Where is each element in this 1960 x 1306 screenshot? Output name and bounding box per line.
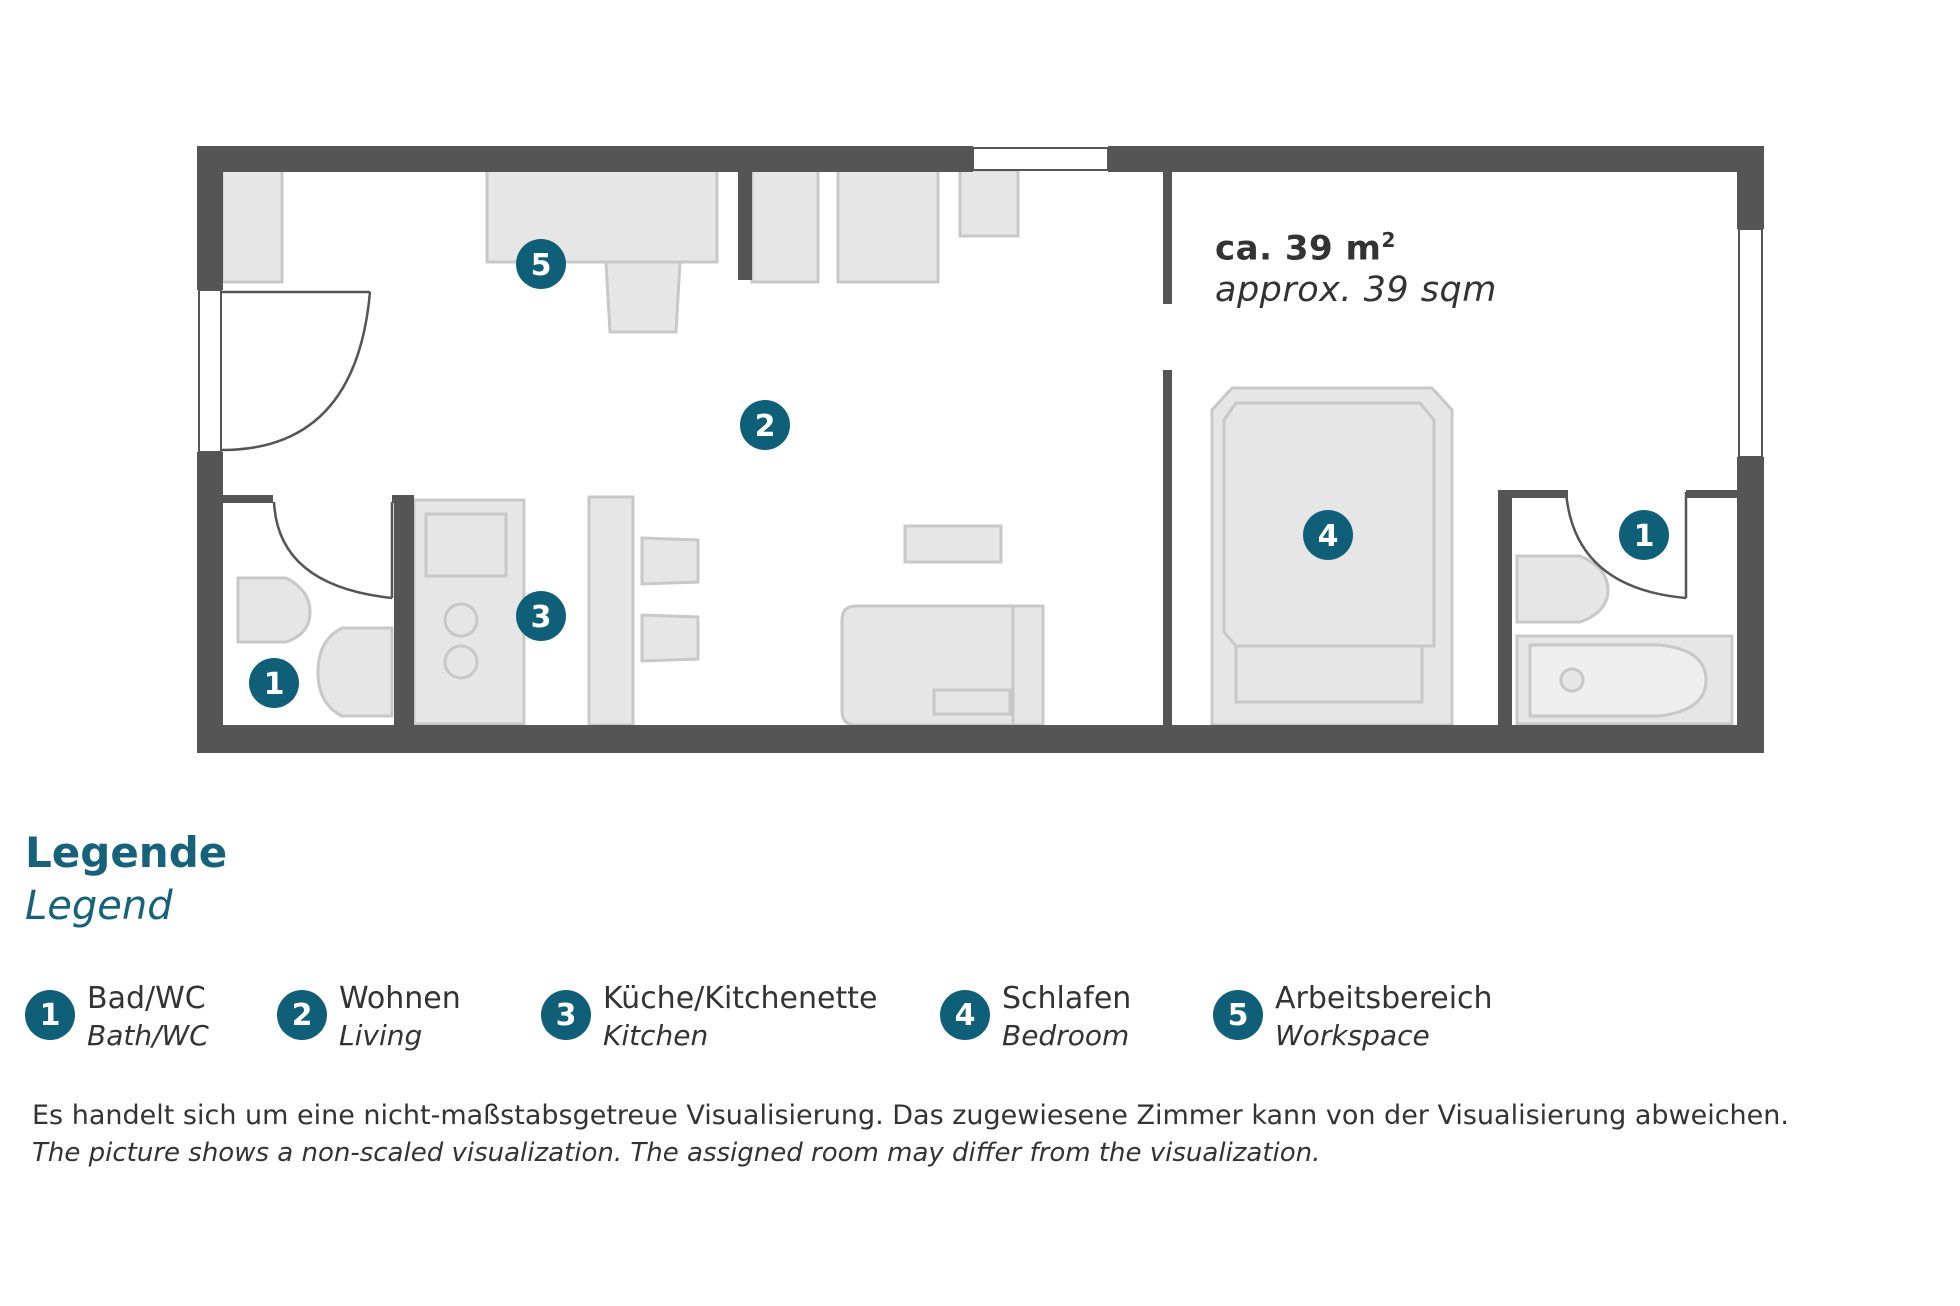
- wall-top: [197, 146, 973, 172]
- bed-base: [1234, 644, 1424, 704]
- svg-text:3: 3: [531, 600, 552, 635]
- area-de: ca. 39 m2: [1215, 228, 1396, 269]
- wall-bedroom: [1163, 370, 1172, 753]
- legend-label-de: Küche/Kitchenette: [603, 981, 878, 1016]
- legend-badge: 4: [940, 990, 990, 1040]
- window-top: [972, 147, 1109, 171]
- svg-text:5: 5: [531, 248, 552, 283]
- svg-text:1: 1: [264, 667, 285, 702]
- stove-burner: [443, 644, 479, 680]
- disclaimer-en: The picture shows a non-scaled visualiza…: [32, 1138, 1321, 1168]
- wall-bath-right: [1686, 490, 1737, 498]
- wardrobe-1: [750, 168, 820, 284]
- cabinet-left: [220, 168, 284, 284]
- bathtub-drain: [1559, 667, 1585, 693]
- area-label: ca. 39 m2 approx. 39 sqm: [1215, 228, 1497, 310]
- legend-item-living: 2 Wohnen Living: [277, 980, 461, 1054]
- svg-text:1: 1: [1634, 519, 1655, 554]
- bath-door-swing-right: [1564, 491, 1687, 600]
- legend-label-de: Schlafen: [1002, 981, 1132, 1016]
- disclaimer-de: Es handelt sich um eine nicht-maßstabsge…: [32, 1100, 1789, 1131]
- sofa-cushion: [932, 688, 1012, 716]
- wall-bath-right: [1498, 490, 1512, 753]
- bath-door-swing-left: [272, 501, 393, 600]
- legend-label-en: Workspace: [1275, 1019, 1430, 1052]
- desk-chair: [604, 260, 682, 334]
- room-marker-bath-left: 1: [249, 658, 299, 708]
- wall-bath-left: [223, 495, 273, 503]
- legend-label-en: Bedroom: [1002, 1019, 1130, 1052]
- svg-text:4: 4: [1318, 519, 1339, 554]
- legend-title: Legende Legend: [25, 828, 227, 929]
- legend-label-de: Arbeitsbereich: [1275, 981, 1493, 1016]
- desk: [485, 168, 719, 264]
- disclaimer: Es handelt sich um eine nicht-maßstabsge…: [32, 1097, 1952, 1171]
- wall-left: [197, 452, 223, 753]
- legend-label-de: Bad/WC: [87, 981, 206, 1016]
- legend-item-bath: 1 Bad/WC Bath/WC: [25, 980, 209, 1054]
- legend-label-en: Living: [339, 1019, 423, 1052]
- room-marker-kitchen: 3: [516, 591, 566, 641]
- bar-stool: [640, 613, 700, 663]
- wall-bath-right: [1498, 490, 1568, 498]
- room-marker-bedroom: 4: [1303, 510, 1353, 560]
- tv: [903, 524, 1003, 564]
- legend-badge: 3: [541, 990, 591, 1040]
- area-en: approx. 39 sqm: [1215, 270, 1497, 311]
- toilet-right: [1515, 554, 1610, 624]
- shelf-small: [958, 168, 1020, 238]
- window-left: [198, 289, 222, 453]
- svg-text:2: 2: [755, 409, 776, 444]
- legend-title-de: Legende: [25, 828, 228, 877]
- room-marker-bath-right: 1: [1619, 510, 1669, 560]
- sink-left: [316, 626, 394, 718]
- floor-plan: 5 2 3 1 4 1: [197, 146, 1764, 753]
- legend-badge: 5: [1213, 990, 1263, 1040]
- entrance-door-swing: [221, 291, 372, 452]
- wardrobe-2: [836, 168, 940, 284]
- legend-label-en: Bath/WC: [87, 1019, 209, 1052]
- bar-stool: [640, 536, 700, 586]
- wall-bedroom: [1163, 146, 1172, 304]
- wall-left: [197, 146, 223, 290]
- wall-wardrobe: [738, 146, 752, 280]
- wall-right: [1737, 146, 1764, 229]
- room-marker-workspace: 5: [516, 239, 566, 289]
- legend-title-en: Legend: [25, 883, 173, 929]
- room-marker-living: 2: [740, 400, 790, 450]
- wall-bottom: [197, 725, 1764, 753]
- legend-badge: 2: [277, 990, 327, 1040]
- wall-right: [1737, 457, 1764, 753]
- window-right: [1738, 228, 1763, 458]
- legend-item-workspace: 5 Arbeitsbereich Workspace: [1213, 980, 1493, 1054]
- legend-item-kitchen: 3 Küche/Kitchenette Kitchen: [541, 980, 877, 1054]
- toilet-left: [236, 576, 312, 644]
- legend-label-de: Wohnen: [339, 981, 461, 1016]
- oven: [424, 512, 508, 578]
- wall-bath-left: [394, 495, 414, 753]
- stove-burner: [443, 602, 479, 638]
- legend-item-bedroom: 4 Schlafen Bedroom: [940, 980, 1131, 1054]
- legend-label-en: Kitchen: [603, 1019, 709, 1052]
- legend-badge: 1: [25, 990, 75, 1040]
- wall-top: [1108, 146, 1764, 172]
- bar-table: [587, 495, 635, 727]
